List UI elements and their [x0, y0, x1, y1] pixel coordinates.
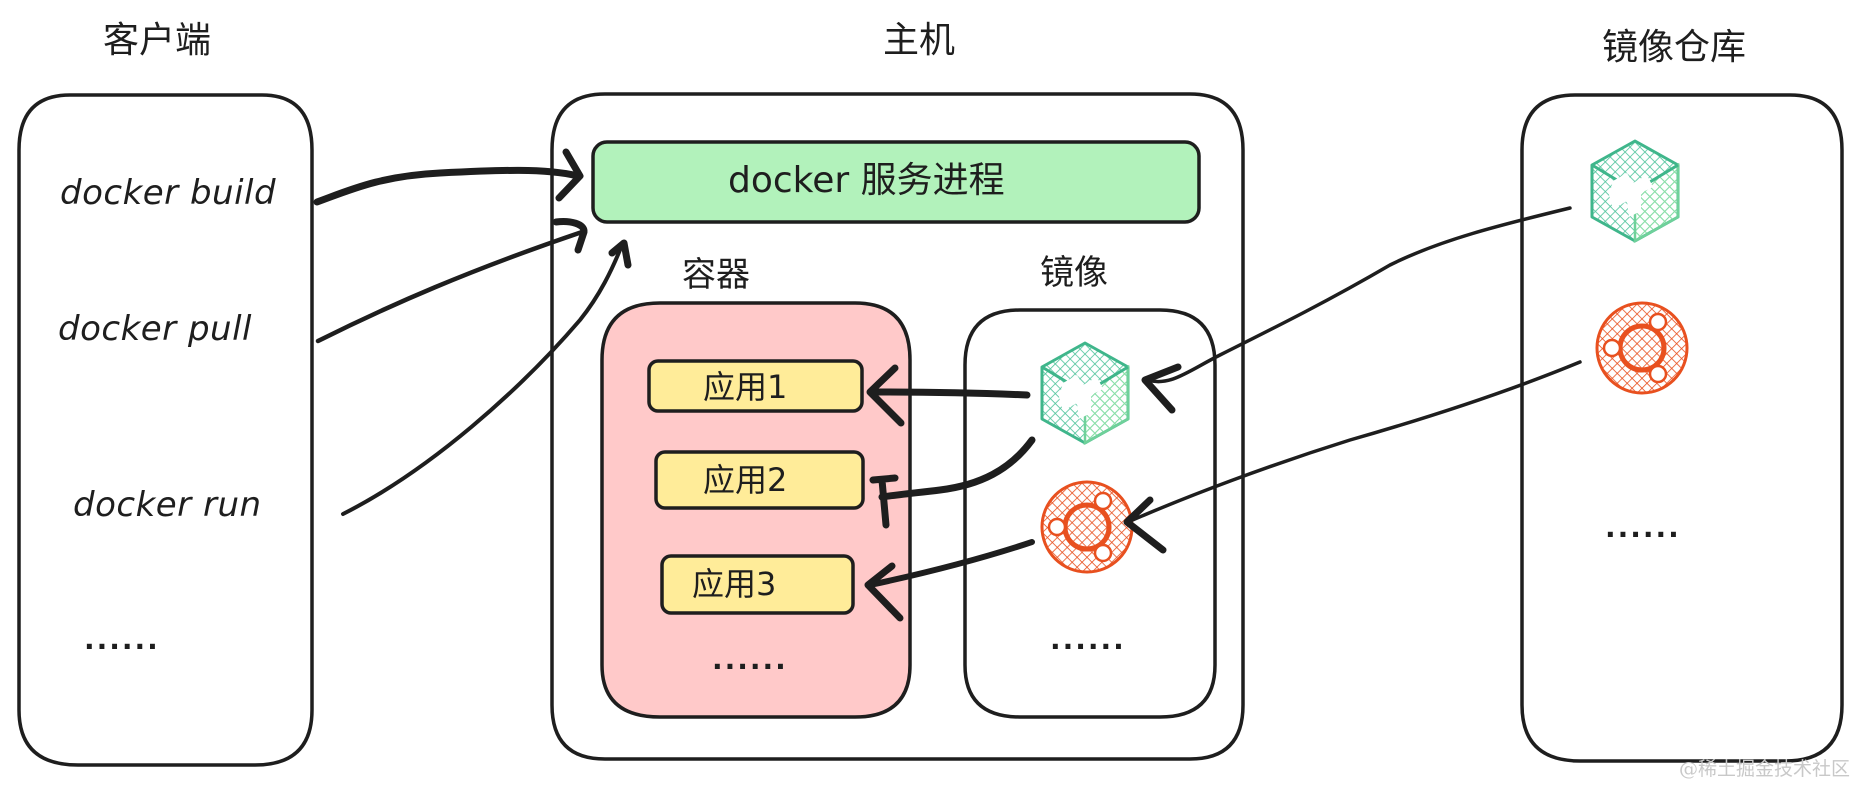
- app-box-2: [654, 450, 865, 510]
- client-more: ......: [84, 623, 160, 656]
- images-more: ......: [1050, 623, 1126, 656]
- images-title: 镜像: [1040, 253, 1108, 293]
- watermark: @稀土掘金技术社区: [1678, 758, 1850, 780]
- arrow-image-ubuntu-to-app3: [864, 539, 1035, 622]
- app-box-3: [660, 554, 855, 615]
- registry-ubuntu-icon: [1597, 303, 1687, 393]
- client-box: [17, 93, 314, 767]
- client-command-run: docker run: [73, 485, 262, 525]
- containers-title: 容器: [682, 255, 750, 295]
- client-command-pull: docker pull: [58, 309, 252, 349]
- containers-more: ......: [712, 643, 788, 676]
- arrow-registry-ubuntu-to-image-ubuntu: [1123, 360, 1582, 554]
- app-label-3: 应用3: [692, 565, 777, 603]
- docker-daemon-label: docker 服务进程: [728, 160, 1005, 201]
- arrow-pull-to-daemon: [315, 218, 588, 344]
- arrow-run-to-daemon: [341, 239, 632, 516]
- app-label-1: 应用1: [703, 368, 788, 406]
- registry-box: [1520, 93, 1844, 763]
- ubuntu-icon: [1042, 482, 1132, 572]
- registry-title: 镜像仓库: [1602, 27, 1747, 68]
- client-title: 客户端: [103, 20, 212, 61]
- app-box-1: [647, 359, 864, 413]
- registry-more: ......: [1605, 511, 1681, 544]
- arrow-image-cube-to-app2: [869, 436, 1036, 529]
- client-command-build: docker build: [60, 173, 277, 213]
- app-label-2: 应用2: [703, 461, 788, 499]
- arrow-image-cube-to-app1: [866, 364, 1031, 427]
- host-title: 主机: [883, 20, 956, 61]
- docker-daemon-bar: [591, 140, 1201, 224]
- arrow-registry-cube-to-image-cube: [1141, 206, 1572, 414]
- arrow-build-to-daemon: [313, 148, 584, 206]
